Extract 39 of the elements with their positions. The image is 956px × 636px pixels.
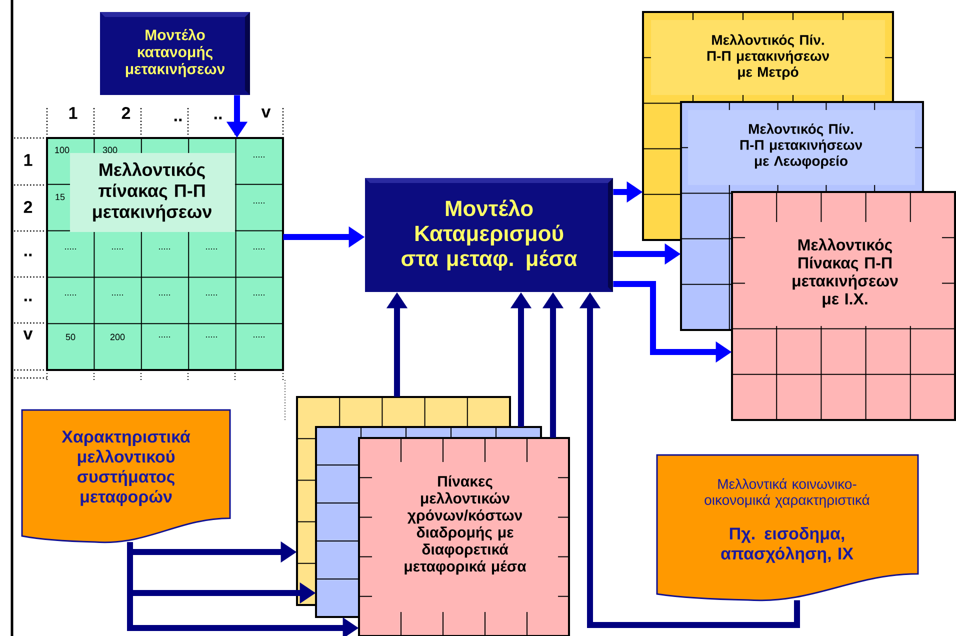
cell-value: 200 bbox=[110, 334, 125, 340]
cell-value: 15 bbox=[56, 194, 65, 200]
column-header: 1 bbox=[69, 107, 78, 119]
cell-value: ..... bbox=[254, 294, 264, 296]
model-box bbox=[365, 178, 613, 292]
column-header: .. bbox=[214, 116, 222, 120]
row-header: .. bbox=[24, 298, 32, 302]
cell-value: ..... bbox=[159, 336, 170, 338]
document-text: Πχ. εισοδημα, απασχόληση, ΙΧ bbox=[721, 527, 854, 563]
cell-value: ..... bbox=[206, 294, 217, 296]
matrix-title: Πίνακες μελλοντικών χρόνων/κόστων διαδρομής με διαφορετικά μεταφορικά μέσα bbox=[404, 475, 526, 575]
matrix-title: Μελλοντικός Πίν. Π-Π μετακινήσεων με Μετρό bbox=[707, 34, 829, 80]
box-title: Μοντέλο Καταμερισμού στα μεταφ. μέσα bbox=[402, 199, 578, 271]
box-title: Μοντέλο κατανομής μετακινήσεων bbox=[126, 28, 224, 78]
cell-value: ..... bbox=[65, 294, 76, 296]
cell-value: 300 bbox=[102, 146, 118, 154]
cell-value: ..... bbox=[159, 248, 170, 250]
cell-value: ..... bbox=[112, 294, 123, 296]
document-text: Χαρακτηριστικά μελλοντικού συστήματος μεταφορών bbox=[62, 430, 190, 506]
cell-value: ..... bbox=[112, 248, 123, 250]
cell-value: ..... bbox=[65, 248, 76, 250]
document-text: Μελλοντικά κοινωνικο-οικονομικά χαρακτηριστικά bbox=[704, 478, 870, 508]
column-header: v bbox=[261, 108, 271, 118]
cell-value: ..... bbox=[254, 248, 264, 250]
row-header: .. bbox=[24, 254, 32, 256]
matrix-title: Μελοντικός Πίν. Π-Π μετακινήσεων με Λεωφορείο bbox=[740, 123, 862, 169]
column-header: .. bbox=[174, 118, 182, 122]
cell-value: 100 bbox=[55, 146, 70, 154]
cell-value: ..... bbox=[254, 202, 264, 204]
cell-value: ..... bbox=[206, 336, 217, 338]
cell-value: ..... bbox=[254, 336, 264, 338]
matrix-title: Μελλοντικός Πίνακας Π-Π μετακινήσεων με Ι.Χ. bbox=[792, 238, 898, 308]
column-header: 2 bbox=[122, 107, 130, 119]
cell-value: 50 bbox=[66, 334, 76, 340]
cell-value: ..... bbox=[254, 156, 264, 158]
matrix-title: Μελλοντικός πίνακας Π-Π μετακινήσεων bbox=[70, 153, 235, 232]
cell-value: ..... bbox=[159, 294, 170, 296]
cell-value: ..... bbox=[206, 248, 217, 250]
model-box bbox=[100, 12, 250, 95]
